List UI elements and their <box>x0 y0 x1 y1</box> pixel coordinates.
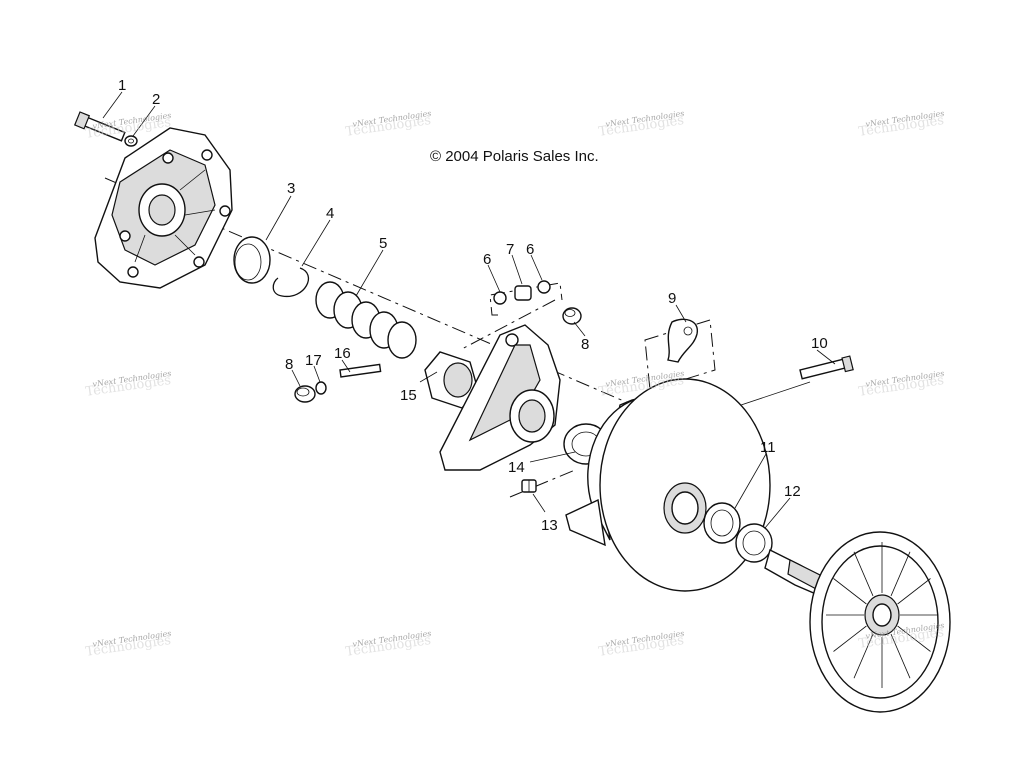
watermark-8: Technologies vNext Technologies <box>85 629 172 660</box>
wheel-spoke <box>897 625 931 652</box>
callout-15: 15 <box>400 387 417 404</box>
leader-6-left <box>487 264 501 293</box>
leader-3 <box>265 195 292 241</box>
copyright-text: © 2004 Polaris Sales Inc. <box>430 148 599 165</box>
callout-2: 2 <box>152 91 160 108</box>
part-16-pin <box>339 363 382 378</box>
part-2-washer <box>124 135 138 147</box>
leader-8-right <box>573 321 586 337</box>
center-axis-line <box>104 177 641 409</box>
pin-axis-line <box>459 299 556 351</box>
callout-3: 3 <box>287 180 295 197</box>
leader-8-left <box>291 369 301 387</box>
part-6-7-roller-set <box>489 280 563 316</box>
wheel-spoke <box>897 578 931 605</box>
watermark-4: Technologies vNext Technologies <box>858 109 945 140</box>
part-8-button-right <box>562 307 582 325</box>
watermark-10: Technologies vNext Technologies <box>598 629 685 660</box>
callout-10: 10 <box>811 335 828 352</box>
moveable-sheave <box>565 378 771 592</box>
leader-13 <box>532 493 546 513</box>
leader-2 <box>132 105 156 137</box>
part-13-nut <box>521 479 537 493</box>
part-10-shaft <box>799 355 854 380</box>
fixed-sheave-wheel <box>764 531 951 713</box>
leader-17 <box>313 365 321 383</box>
leader-1 <box>102 91 123 119</box>
part-1-bolt <box>73 111 126 142</box>
leader-14 <box>529 451 576 463</box>
leader-4 <box>301 219 331 267</box>
callout-4: 4 <box>326 205 334 222</box>
leader-16 <box>341 359 351 373</box>
leader-9 <box>675 304 687 323</box>
callout-13: 13 <box>541 517 558 534</box>
watermark-5: Technologies vNext Technologies <box>85 369 172 400</box>
callout-8-right: 8 <box>581 336 589 353</box>
callout-9: 9 <box>668 290 676 307</box>
wheel-spoke <box>853 551 874 597</box>
spider-arm <box>439 324 561 471</box>
wheel-spoke <box>833 625 867 652</box>
watermark-9: Technologies vNext Technologies <box>345 629 432 660</box>
part-15-cam <box>424 351 479 409</box>
part-17-o-ring <box>315 381 327 395</box>
part-3-bushing <box>233 236 271 284</box>
part-11-bushing <box>703 502 741 544</box>
leader-5 <box>355 249 384 297</box>
callout-17: 17 <box>305 352 322 369</box>
part-4-snap-ring <box>272 267 310 297</box>
callout-6-left: 6 <box>483 251 491 268</box>
watermark-2: Technologies vNext Technologies <box>345 109 432 140</box>
axis-line-13 <box>509 469 576 498</box>
part-8-button-left <box>294 385 316 403</box>
part-5-spring <box>315 281 417 359</box>
wheel-spoke <box>890 633 911 679</box>
callout-labels: 1 2 3 4 5 6 7 6 8 8 17 16 15 9 10 11 12 … <box>118 77 828 534</box>
callout-5: 5 <box>379 235 387 252</box>
wheel-spoke <box>833 578 867 605</box>
leader-11 <box>734 453 767 509</box>
leader-15 <box>419 371 438 383</box>
callout-7: 7 <box>506 241 514 258</box>
leader-12 <box>764 497 791 529</box>
leader-10 <box>816 349 836 365</box>
watermark-3: Technologies vNext Technologies <box>598 109 685 140</box>
callout-12: 12 <box>784 483 801 500</box>
cover-plate <box>94 127 233 289</box>
callout-6-right: 6 <box>526 241 534 258</box>
wheel-spoke <box>890 551 911 597</box>
callout-1: 1 <box>118 77 126 94</box>
part-12-washer <box>735 523 773 563</box>
leader-7 <box>511 254 523 285</box>
leader-6-right <box>530 254 543 281</box>
callout-8-left: 8 <box>285 356 293 373</box>
callout-11: 11 <box>760 439 776 456</box>
wheel-spoke <box>853 633 874 679</box>
watermark-7: Technologies vNext Technologies <box>858 369 945 400</box>
callout-14: 14 <box>508 459 525 476</box>
callout-16: 16 <box>334 345 351 362</box>
